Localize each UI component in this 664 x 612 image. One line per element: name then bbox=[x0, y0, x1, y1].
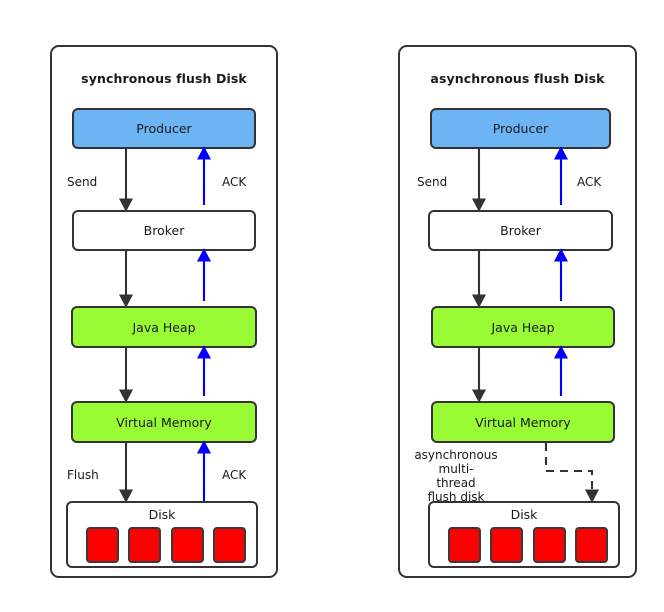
node-virtual-memory-sync: Virtual Memory bbox=[71, 401, 257, 443]
node-broker-sync: Broker bbox=[72, 210, 256, 251]
disk-container-async: Disk bbox=[428, 501, 620, 568]
disk-cell bbox=[213, 527, 246, 563]
edge-label-ack-top-async: ACK bbox=[577, 175, 602, 189]
edge-label-flush-sync: Flush bbox=[67, 468, 99, 482]
disk-label-async: Disk bbox=[510, 507, 538, 522]
disk-cell bbox=[86, 527, 119, 563]
edge-label-ack-bottom-sync: ACK bbox=[222, 468, 247, 482]
disk-cell bbox=[575, 527, 608, 563]
node-producer-async: Producer bbox=[430, 108, 611, 149]
node-virtual-memory-async: Virtual Memory bbox=[431, 401, 615, 443]
disk-cell bbox=[128, 527, 161, 563]
disk-cell bbox=[533, 527, 566, 563]
panel-synchronous-title: synchronous flush Disk bbox=[81, 71, 247, 86]
async-flush-line-3: flush disk bbox=[427, 490, 485, 504]
disk-cell bbox=[448, 527, 481, 563]
edge-label-send-sync: Send bbox=[67, 175, 98, 189]
disk-cell bbox=[490, 527, 523, 563]
node-java-heap-sync: Java Heap bbox=[71, 306, 257, 348]
panel-asynchronous-title: asynchronous flush Disk bbox=[430, 71, 605, 86]
node-producer-sync: Producer bbox=[72, 108, 256, 149]
disk-label-sync: Disk bbox=[148, 507, 176, 522]
edge-label-ack-top-sync: ACK bbox=[222, 175, 247, 189]
node-java-heap-async: Java Heap bbox=[431, 306, 615, 348]
disk-cell bbox=[171, 527, 204, 563]
node-broker-async: Broker bbox=[428, 210, 613, 251]
edge-label-send-async: Send bbox=[417, 175, 448, 189]
async-flush-line-1: asynchronous multi- bbox=[414, 448, 498, 476]
disk-container-sync: Disk bbox=[66, 501, 258, 568]
async-flush-line-2: thread bbox=[436, 476, 476, 490]
